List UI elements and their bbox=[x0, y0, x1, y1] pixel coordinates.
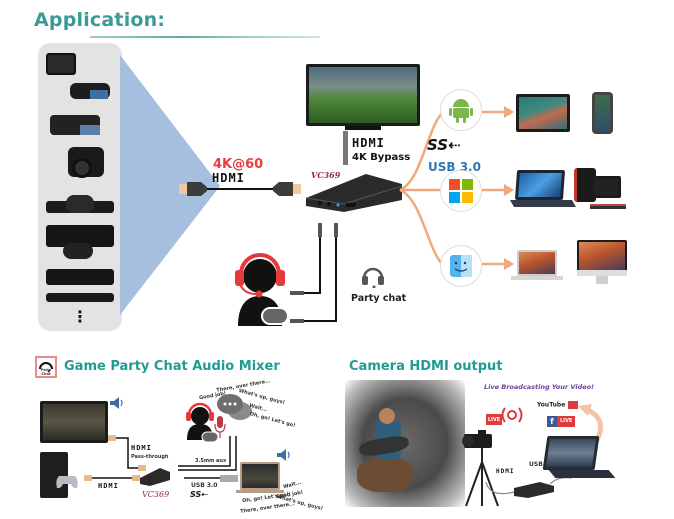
facebook-live-badge: f LIVE bbox=[547, 416, 576, 427]
windows-desktop-pc bbox=[574, 168, 596, 202]
audio-cables bbox=[290, 223, 338, 323]
bypass-line bbox=[343, 131, 348, 165]
broadcast-tagline: Live Broadcasting Your Video! bbox=[484, 383, 594, 391]
game-scene-image bbox=[309, 67, 417, 123]
party-device-model: VC369 bbox=[142, 490, 170, 499]
party-gamer-icon bbox=[186, 402, 219, 442]
set-top-box-icon bbox=[46, 269, 114, 285]
aux-label: 3.5mm aux bbox=[195, 458, 227, 464]
laptop-speaker-icon bbox=[277, 449, 290, 461]
macbook bbox=[517, 250, 557, 276]
android-tablet bbox=[516, 94, 570, 132]
android-icon bbox=[449, 99, 473, 123]
facebook-icon: f bbox=[547, 416, 557, 427]
party-chat-headset-icon bbox=[362, 267, 384, 288]
xbox-one-console-icon bbox=[46, 225, 114, 247]
party-hdmi-label: HDMI bbox=[98, 482, 119, 490]
party-chat-badge-caption: Party Chat bbox=[40, 368, 52, 376]
live-badge: LIVE bbox=[486, 414, 502, 425]
youtube-logo: YouTube bbox=[537, 401, 579, 409]
camera-hdmi-cable bbox=[485, 477, 573, 498]
vc369-capture-device bbox=[305, 174, 403, 212]
ps4-console bbox=[40, 452, 68, 498]
action-camera-icon bbox=[46, 53, 76, 75]
chat-bubbles-icon bbox=[217, 394, 252, 420]
live-badge-text: LIVE bbox=[487, 416, 501, 423]
usb-superspeed-logo: SS⇠ bbox=[427, 136, 461, 154]
bypass-label: 4K Bypass bbox=[352, 152, 411, 163]
party-usb-label: USB 3.0 bbox=[191, 482, 218, 489]
android-platform bbox=[440, 89, 482, 131]
party-chat-label: Party chat bbox=[351, 293, 407, 304]
party-hdmi-passthrough-label: HDMI bbox=[131, 444, 152, 452]
tv-stand bbox=[345, 126, 381, 130]
party-tv bbox=[40, 401, 108, 443]
platform-arrows bbox=[482, 106, 514, 270]
tv-monitor bbox=[306, 64, 420, 126]
streaming-laptop bbox=[542, 436, 600, 470]
windows-laptop bbox=[514, 170, 566, 200]
microphone-icon bbox=[214, 416, 226, 438]
macos-platform bbox=[440, 245, 482, 287]
windows-icon bbox=[449, 179, 473, 203]
source-funnel bbox=[120, 55, 220, 315]
page-title: Application: bbox=[34, 9, 166, 31]
passthrough-sublabel: Pass-through bbox=[131, 454, 169, 460]
input-resolution-label: 4K@60 bbox=[213, 157, 264, 172]
camera-usb-label: USB 3.0 bbox=[529, 461, 556, 468]
macos-finder-icon bbox=[450, 255, 472, 277]
camera-hdmi-label: HDMI bbox=[496, 468, 515, 475]
camera-section-title: Camera HDMI output bbox=[349, 359, 503, 374]
party-laptop bbox=[240, 462, 280, 490]
gamer-headset-icon bbox=[235, 253, 289, 326]
guitarist-photo bbox=[345, 380, 465, 507]
title-underline bbox=[90, 36, 320, 38]
party-chat-badge: Party Chat bbox=[35, 356, 57, 378]
hdmi-bypass-label: HDMI bbox=[352, 136, 385, 150]
camera-tripod bbox=[462, 430, 499, 507]
more-devices-indicator: ⋮ bbox=[72, 307, 88, 326]
party-vc369-device bbox=[140, 468, 170, 486]
party-chat-section-title: Game Party Chat Audio Mixer bbox=[64, 359, 280, 374]
party-usb-logo: SS⇠ bbox=[190, 490, 208, 499]
source-devices-panel: ⋮ bbox=[38, 43, 122, 331]
dvd-player-icon bbox=[46, 293, 114, 302]
windows-platform bbox=[440, 170, 482, 212]
ps4-controller-icon bbox=[56, 476, 78, 489]
hdmi-input-label: HDMI bbox=[212, 171, 245, 185]
windows-monitor bbox=[591, 176, 621, 198]
imac bbox=[577, 240, 627, 276]
tv-speaker-icon bbox=[110, 397, 123, 409]
device-model-label: VC369 bbox=[311, 170, 341, 180]
android-smartphone bbox=[592, 92, 613, 134]
party-hdmi-cables bbox=[84, 435, 238, 482]
chat-text: Oh, go! Let's go! bbox=[249, 411, 296, 429]
live-broadcast-icon bbox=[501, 407, 523, 423]
hdmi-input-cable bbox=[179, 182, 301, 196]
dark-game-scene bbox=[43, 404, 105, 440]
headset-icon bbox=[39, 362, 53, 373]
